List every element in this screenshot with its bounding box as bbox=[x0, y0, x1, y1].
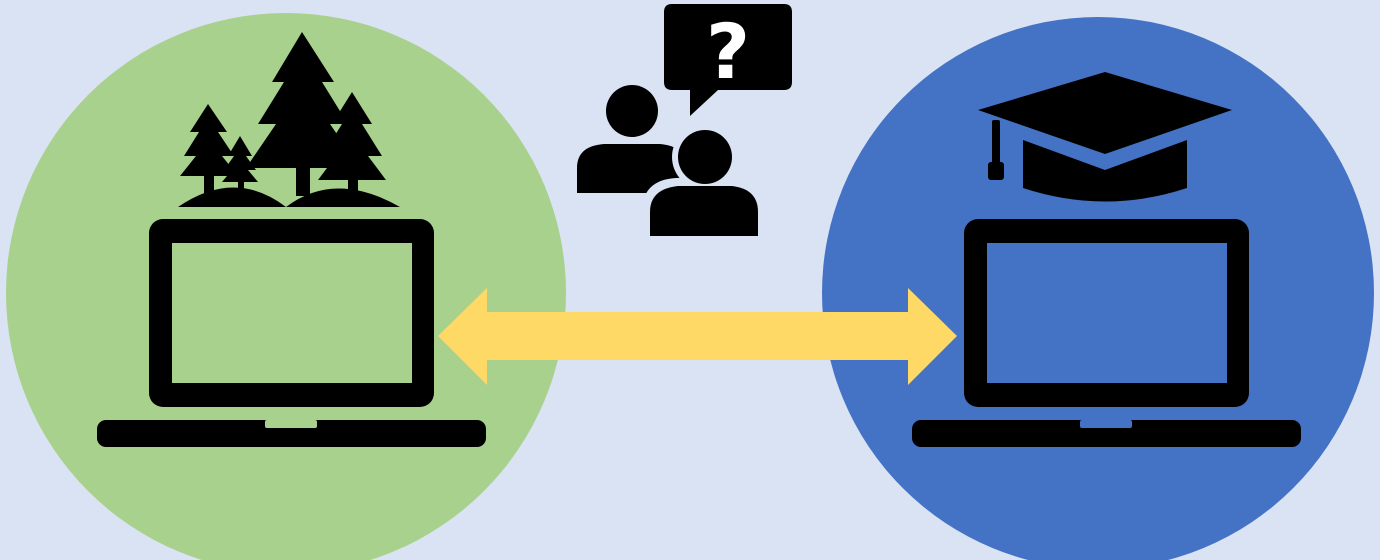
laptop-icon bbox=[912, 219, 1301, 447]
question-mark: ? bbox=[706, 7, 750, 96]
laptop-icon bbox=[97, 219, 486, 447]
forest-trees-icon bbox=[178, 32, 400, 207]
double-arrow bbox=[438, 288, 957, 385]
graduation-cap-icon bbox=[978, 72, 1232, 202]
people-question-icon: ? bbox=[577, 4, 792, 242]
